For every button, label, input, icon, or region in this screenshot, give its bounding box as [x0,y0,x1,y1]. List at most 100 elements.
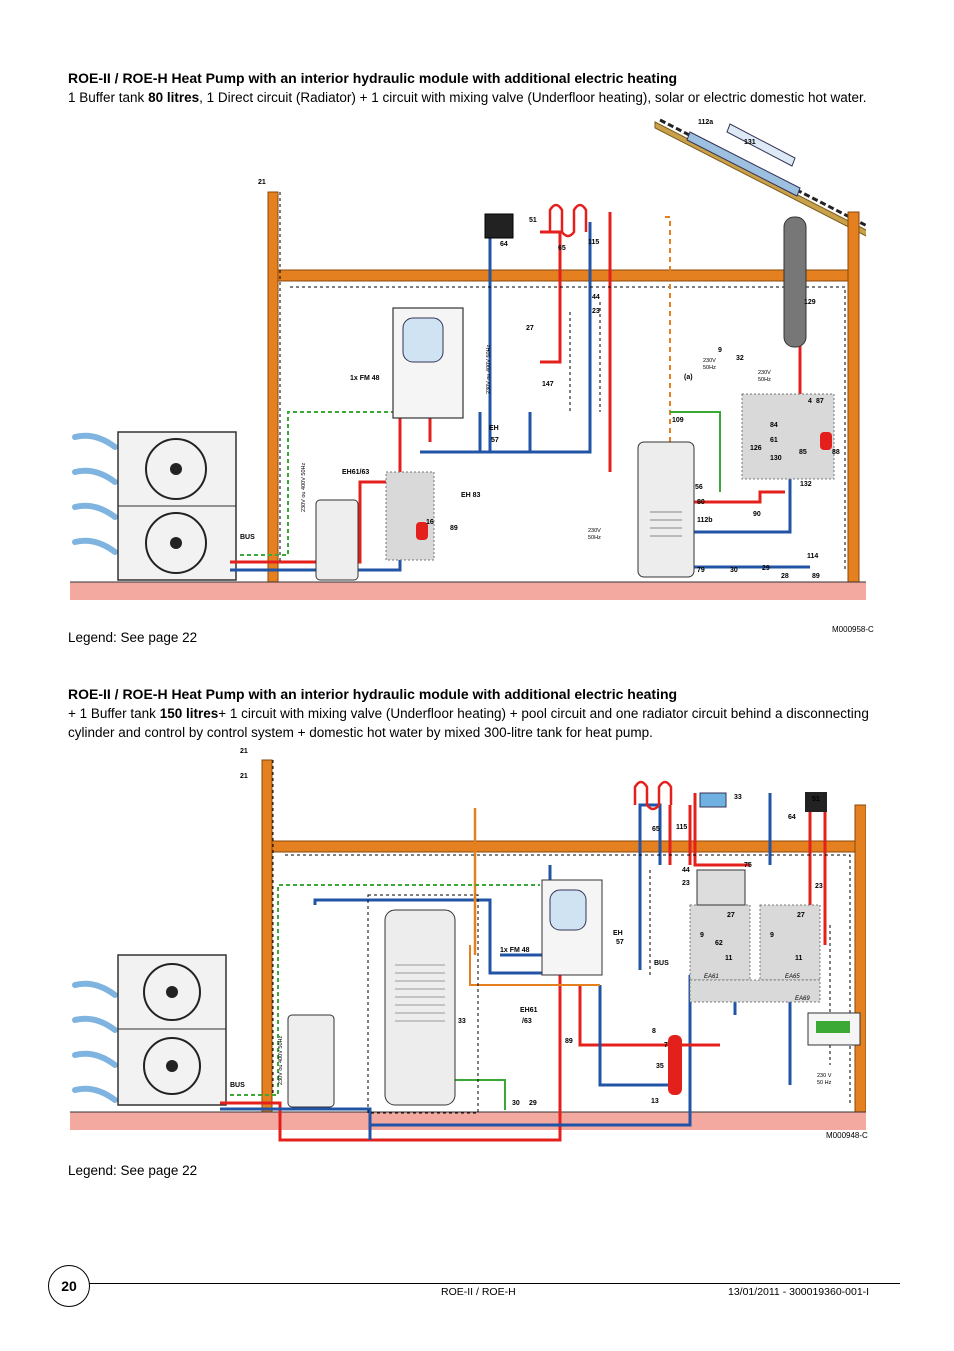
label-44: 44 [592,294,600,301]
label2-13: 13 [651,1098,659,1105]
house-frame-2 [261,759,866,1113]
label2-eh61: EH61 [520,1007,538,1014]
solar-line [665,216,671,502]
label-power-vert-2: 230V ou 400V 50Hz [486,345,492,394]
label-131: 131 [744,139,756,146]
label-230v-a: 230V [703,358,716,364]
label2-64: 64 [788,814,796,821]
label-27: 27 [526,325,534,332]
diagram-2: 21 21 65 115 33 64 51 44 23 23 75 27 27 … [70,745,866,1145]
label2-ea65: EA65 [785,974,800,980]
section2-subtitle: + 1 Buffer tank 150 litres+ 1 circuit wi… [68,706,869,740]
dhw-enclosure [367,894,479,1114]
footer-doc-name: ROE-II / ROE-H [441,1286,516,1298]
label-bus: BUS [240,534,255,541]
label-85: 85 [799,449,807,456]
label-21: 21 [258,179,266,186]
label2-21a: 21 [240,748,248,755]
footer-reference: 13/01/2011 - 300019360-001-I [728,1286,870,1298]
label-89: 89 [450,525,458,532]
legend-1: Legend: See page 22 [68,630,198,645]
label2-62: 62 [715,940,723,947]
label2-89: 89 [565,1038,573,1045]
mixing-module [385,471,435,561]
label-16: 16 [426,519,434,526]
pool [699,792,727,808]
underfloor-coil [548,203,588,238]
section1-subtitle: 1 Buffer tank 80 litres, 1 Direct circui… [68,90,867,105]
label-50hz-a: 50Hz [703,365,716,371]
outdoor-heat-pump-2 [117,954,227,1106]
label-84: 84 [770,422,778,429]
label2-23a: 23 [682,880,690,887]
label2-fm48: 1x FM 48 [500,947,530,954]
dhw-tank-300 [384,909,456,1106]
solar-station [741,393,835,480]
label2-35: 35 [656,1063,664,1070]
label2-75: 75 [744,862,752,869]
label-9: 9 [718,347,722,354]
label2-115: 115 [676,824,687,831]
label-126: 126 [750,445,762,452]
label2-30: 30 [512,1100,520,1107]
section2-title: ROE-II / ROE-H Heat Pump with an interio… [68,686,678,702]
dhw-tank [637,441,695,578]
radiator [484,213,514,239]
label-a: (a) [684,374,693,381]
figure-id-2: M000948-C [826,1131,868,1140]
buffer-tank [315,499,359,581]
label2-9b: 9 [770,932,774,939]
buffer-tank-2 [287,1014,335,1108]
ground [70,582,866,600]
label-29: 29 [762,565,770,572]
expansion-vessel-solar [820,432,832,450]
label-51: 51 [529,217,537,224]
wind-arrows [72,432,118,555]
label-132: 132 [800,481,812,488]
label2-65: 65 [652,826,660,833]
indoor-hydraulic-module-2 [541,879,603,976]
radiator-2 [805,792,827,812]
label2-63: /63 [522,1018,532,1025]
label-fm48: 1x FM 48 [350,375,380,382]
label-129: 129 [804,299,816,306]
label2-ea61: EA61 [704,974,719,980]
label-115: 115 [588,239,599,246]
label-23: 23 [592,308,600,315]
label-112b: 112b [697,517,713,524]
label-56: 56 [695,484,703,491]
roof [654,118,866,237]
pool-exchanger [696,869,746,906]
label-power-vert: 230V ou 400V 50Hz [301,463,307,512]
label-65: 65 [558,245,566,252]
electric-lines [279,192,846,572]
label-80: 80 [697,499,705,506]
label2-27b: 27 [797,912,805,919]
underfloor-coil-2 [633,780,673,811]
label-147: 147 [542,381,554,388]
label-89b: 89 [812,573,820,580]
label-4: 4 [808,398,812,405]
label-109: 109 [672,417,684,424]
label2-51: 51 [812,796,820,803]
label2-11a: 11 [725,955,733,962]
bus-line-2 [230,884,540,1096]
label-28: 28 [781,573,789,580]
label2-44: 44 [682,867,690,874]
label-57: 57 [491,437,499,444]
footer-rule [70,1283,900,1284]
indoor-hydraulic-module [392,307,464,419]
label2-7: 7 [664,1042,668,1049]
label-64: 64 [500,241,508,248]
control-display [816,1021,850,1033]
label2-11b: 11 [795,955,803,962]
label-eh6163: EH61/63 [342,469,369,476]
label2-8: 8 [652,1028,656,1035]
label2-33: 33 [734,794,742,801]
label-eh: EH [489,425,499,432]
label-90: 90 [753,511,761,518]
label2-50hz: 50 Hz [817,1080,832,1086]
wind-arrows-2 [72,980,118,1103]
ea69-module [689,979,821,1003]
label-50hz-c: 50Hz [588,535,601,541]
